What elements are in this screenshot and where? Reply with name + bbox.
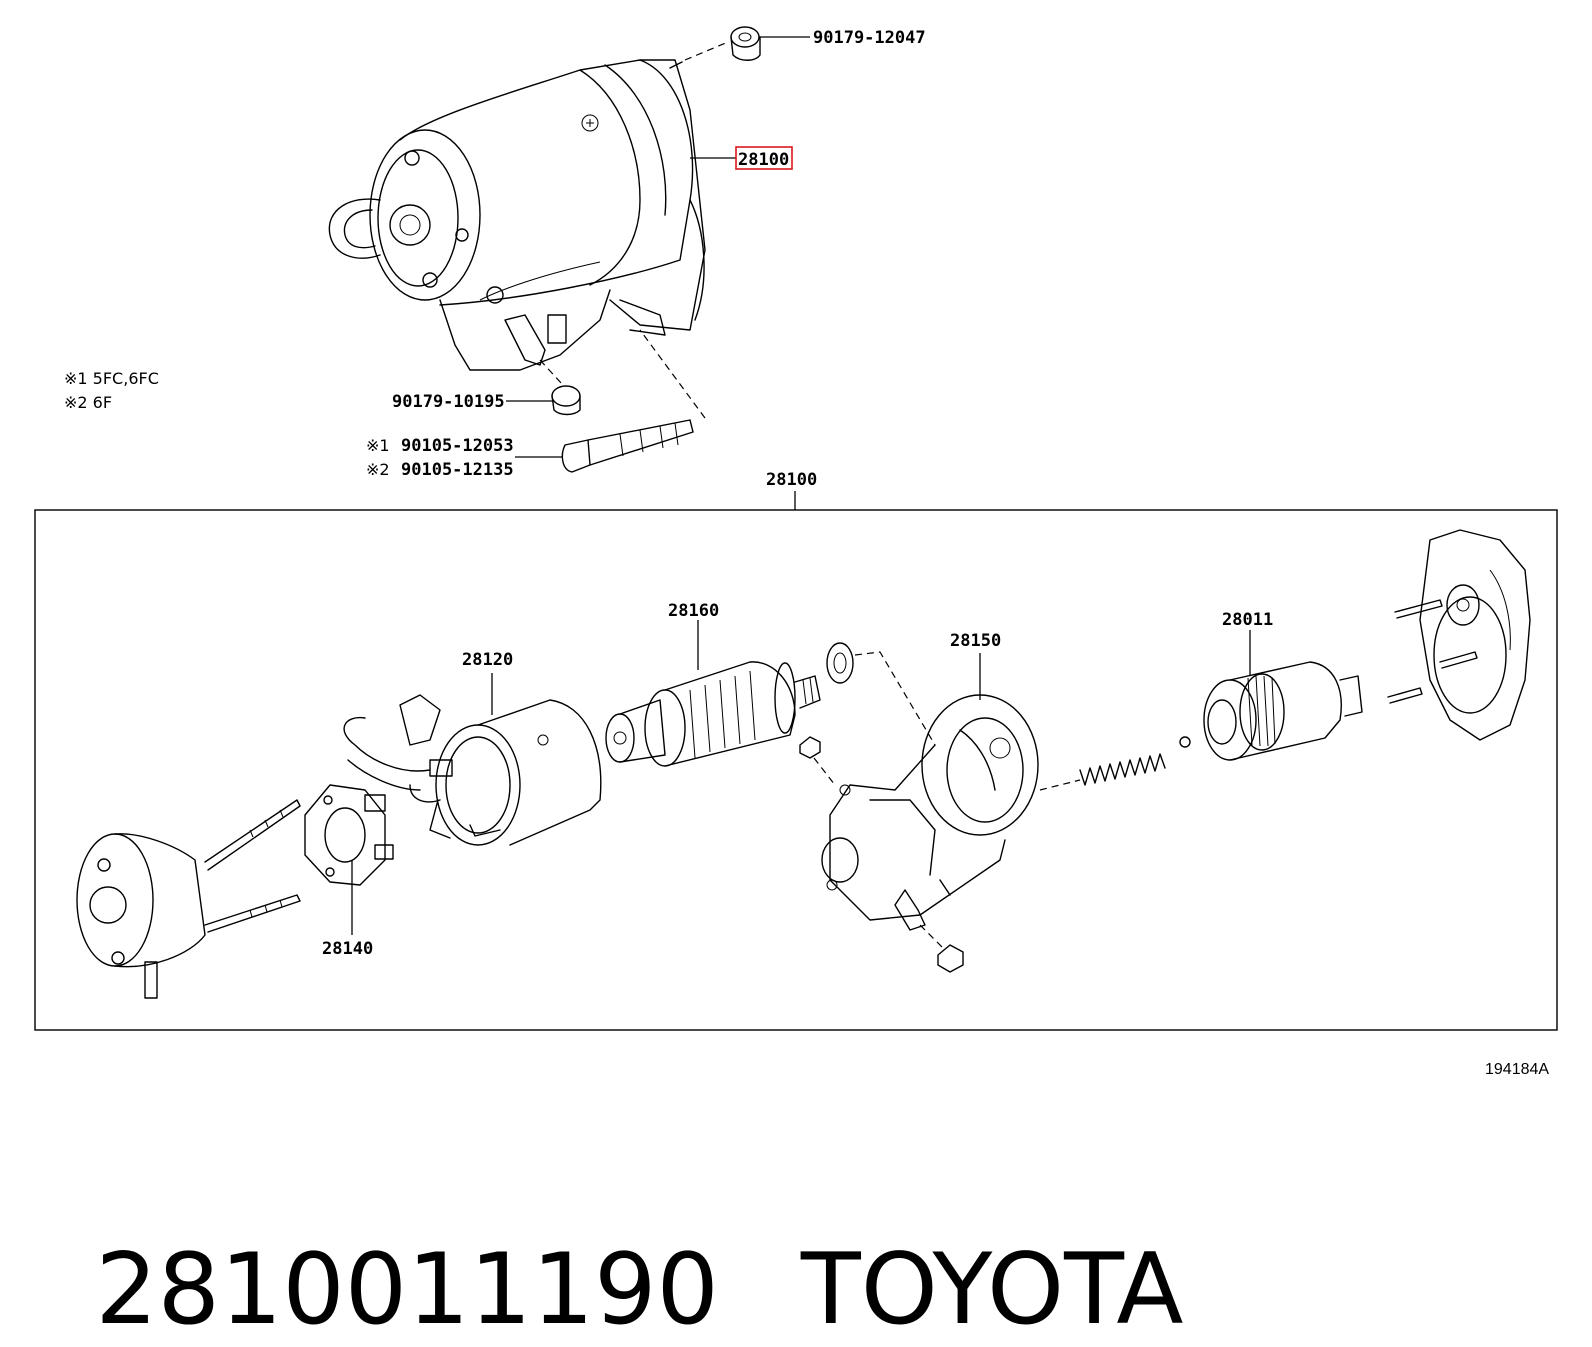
small-nut-drawing — [799, 736, 836, 786]
yoke-drawing — [343, 694, 602, 846]
figure-reference: 194184A — [1485, 1061, 1549, 1078]
callout-nut-top: 90179-12047 — [813, 28, 926, 48]
nut-12047-drawing — [730, 26, 761, 61]
callout-brush-holder: 28140 — [322, 939, 373, 959]
nut-10195-drawing — [539, 359, 581, 416]
brand-name: TOYOTA — [800, 1233, 1184, 1347]
solenoid-housing-drawing — [821, 694, 1039, 931]
callout-bolt-a: 90105-12053 — [401, 436, 514, 456]
part-number: 2810011190 — [95, 1233, 719, 1347]
callout-solenoid: 28150 — [950, 631, 1001, 651]
callout-assy: 28100 — [766, 470, 817, 490]
bolt-b-mark: ※2 — [366, 460, 390, 479]
callout-bolt-b: 90105-12135 — [401, 460, 514, 480]
spring-drawing — [1079, 753, 1166, 786]
bolt-drawing — [561, 329, 706, 473]
end-frame-drawing — [76, 799, 301, 999]
callout-yoke: 28120 — [462, 650, 513, 670]
highlight-box — [735, 146, 793, 170]
brush-holder-drawing — [304, 784, 394, 886]
callout-clutch: 28011 — [1222, 610, 1273, 630]
drive-end-frame-drawing — [1387, 529, 1531, 741]
note-1: ※1 5FC,6FC — [64, 369, 159, 388]
starter-assembly-drawing — [328, 41, 729, 371]
washer-drawing — [826, 642, 854, 684]
callout-nut-bottom: 90179-10195 — [392, 392, 505, 412]
exploded-view-frame — [34, 509, 1558, 1031]
clutch-drawing — [1203, 661, 1363, 761]
callout-starter-top[interactable]: 28100 — [738, 150, 789, 170]
parts-diagram: 90179-12047 28100 90179-10195 ※1 5FC,6FC… — [34, 26, 1558, 1078]
bottom-nut-drawing — [937, 944, 964, 973]
ball-drawing — [1179, 736, 1191, 748]
armature-drawing — [605, 661, 821, 767]
callout-armature: 28160 — [668, 601, 719, 621]
note-2: ※2 6F — [64, 393, 112, 412]
bolt-a-mark: ※1 — [366, 436, 390, 455]
